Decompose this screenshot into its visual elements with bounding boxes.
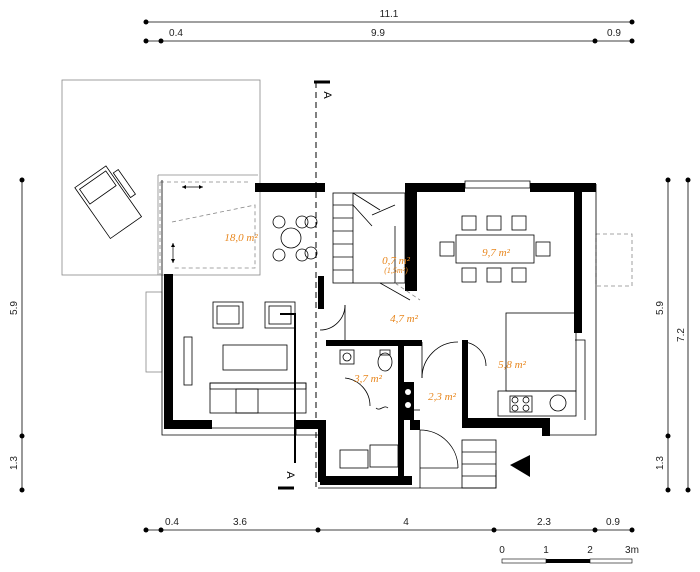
right-dimensions: 5.9 1.3 7.2 (655, 177, 691, 493)
area-kitchen: 5,8 m² (498, 359, 526, 371)
scale-bar: 0 1 2 3m (499, 545, 639, 564)
area-living: 18,0 m² (224, 232, 258, 244)
dim-right-lower: 1.3 (655, 456, 666, 470)
door-swings (319, 304, 487, 469)
section-label-top: A (321, 91, 333, 99)
terrace (61, 79, 261, 276)
scale-1: 1 (543, 545, 549, 556)
scale-0: 0 (499, 545, 505, 556)
bay-window-left (145, 291, 163, 373)
dining-set-terrace (272, 215, 318, 262)
dim-bottom-5: 0.9 (606, 517, 620, 528)
left-dimensions: 5.9 1.3 (9, 177, 25, 493)
living-furniture (183, 301, 307, 414)
bay-window-right (595, 233, 633, 287)
scale-3: 3m (625, 545, 639, 556)
dim-bottom-2: 3.6 (233, 517, 247, 528)
dim-bottom-4: 2.3 (537, 517, 551, 528)
sliding-arrow-icon (171, 185, 203, 263)
dim-left-lower: 1.3 (9, 456, 20, 470)
top-dimensions: 11.1 0.4 9.9 0.9 (143, 9, 635, 44)
section-label-bottom: A (284, 471, 296, 479)
sun-lounger (74, 165, 143, 240)
walls (164, 183, 596, 485)
bottom-dimensions: 0.4 3.6 4 2.3 0.9 (143, 517, 635, 533)
dim-bottom-3: 4 (403, 517, 409, 528)
staircase (332, 192, 421, 301)
area-bath: 3,7 m² (353, 373, 382, 385)
entrance-arrow-icon (510, 455, 530, 477)
dim-left-upper: 5.9 (9, 301, 20, 315)
room-areas: 18,0 m² 0,7 m² (1,5m²) 9,7 m² 4,7 m² 3,7… (224, 232, 526, 403)
scale-2: 2 (587, 545, 593, 556)
wall-outlines (161, 180, 597, 489)
area-stair: 0,7 m² (382, 255, 410, 267)
area-dining: 9,7 m² (482, 247, 510, 259)
dim-top-total: 11.1 (380, 9, 399, 20)
dining-table (439, 215, 551, 283)
section-line: A A (278, 80, 333, 490)
kitchen-units (497, 312, 586, 420)
entrance-steps (461, 439, 497, 489)
dim-top-right: 0.9 (607, 28, 621, 39)
dim-top-left: 0.4 (169, 28, 183, 39)
dim-right-upper: 5.9 (655, 301, 666, 315)
dim-right-total: 7.2 (676, 328, 687, 342)
bath-fixtures (339, 349, 414, 469)
area-stair-note: (1,5m²) (384, 266, 408, 275)
dim-top-middle: 9.9 (371, 28, 385, 39)
area-hall: 4,7 m² (390, 313, 418, 325)
dim-bottom-1: 0.4 (165, 517, 179, 528)
area-wc: 2,3 m² (428, 391, 456, 403)
